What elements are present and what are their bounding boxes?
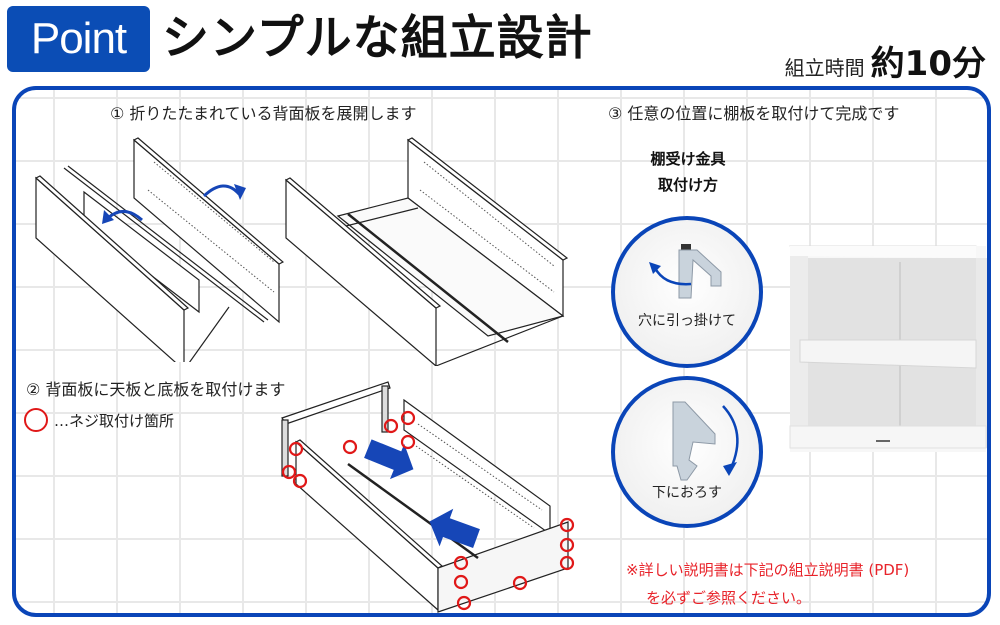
bracket-title-line2: 取付け方 [657,176,718,194]
bracket-title-line1: 棚受け金具 [650,150,726,168]
manual-note-line2: を必ずご参照ください。 [646,589,812,607]
header: Point シンプルな組立設計 組立時間約10分 [0,0,1000,86]
screw-legend-text: …ネジ取付け箇所 [54,411,175,430]
point-badge: Point [7,6,150,72]
page-title: シンプルな組立設計 [162,11,593,66]
assembly-time-value: 約10分 [870,44,986,84]
manual-note: ※詳しい説明書は下記の組立説明書 (PDF) を必ずご参照ください。 [626,556,909,612]
step-3-title: ③ 任意の位置に棚板を取付けて完成です [608,104,900,123]
bracket-hook-caption: 穴に引っ掛けて [638,313,736,329]
bracket-hook-step: 穴に引っ掛けて [611,216,763,368]
attach-top-bottom-diagram [281,381,575,613]
red-circle-icon [24,408,48,432]
manual-note-line1: ※詳しい説明書は下記の組立説明書 (PDF) [626,561,910,579]
bracket-lower-step: 下におろす [611,376,763,528]
unfolded-back-panel-diagram [284,137,569,366]
shelf-bracket-lowered-icon [672,401,739,481]
assembly-time: 組立時間約10分 [785,36,986,85]
completed-shelf-image [789,245,987,452]
assembly-time-label: 組立時間 [784,56,865,80]
shelf-bracket-icon [649,244,722,299]
instructions-panel: ① 折りたたまれている背面板を展開します ③ 任意の位置に棚板を取付けて完成です… [12,86,991,617]
bracket-lower-caption: 下におろす [652,485,722,501]
bracket-title: 棚受け金具 取付け方 [628,146,748,198]
screw-legend: …ネジ取付け箇所 [24,408,174,432]
step-1-title: ① 折りたたまれている背面板を展開します [110,104,417,123]
folded-back-panel-diagram [34,137,284,362]
step-2-title: ② 背面板に天板と底板を取付けます [26,380,286,399]
